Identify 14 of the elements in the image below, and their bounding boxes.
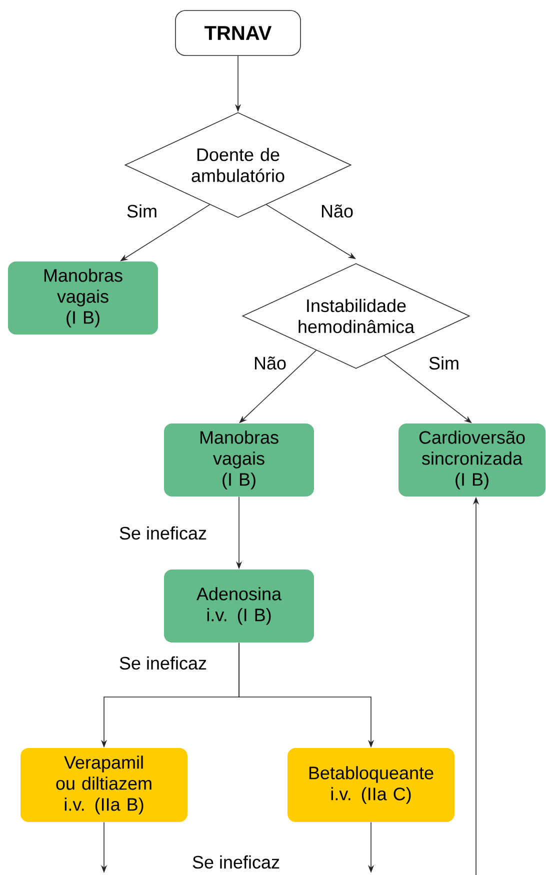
edge-label: Não [320,203,355,219]
treatment-box: Betabloqueante i.v. (IIa C) [288,748,454,822]
edge-label: Não [252,355,288,371]
edge-label: Se ineficaz [118,525,208,541]
treatment-box: Adenosina i.v. (I B) [164,570,314,642]
start-box: TRNAV [175,10,301,56]
treatment-box: Manobras vagais (I B) [8,262,158,334]
edge-label: Sim [428,355,460,371]
edge-label: Sim [126,203,158,219]
treatment-box: Manobras vagais (I B) [164,424,314,496]
edge-label: Se ineficaz [118,655,208,671]
treatment-box: Verapamil ou diltiazem i.v. (IIa B) [20,748,188,822]
note-label: Se ineficaz [192,855,280,869]
treatment-box: Cardioversão sincronizada (I B) [398,424,546,496]
